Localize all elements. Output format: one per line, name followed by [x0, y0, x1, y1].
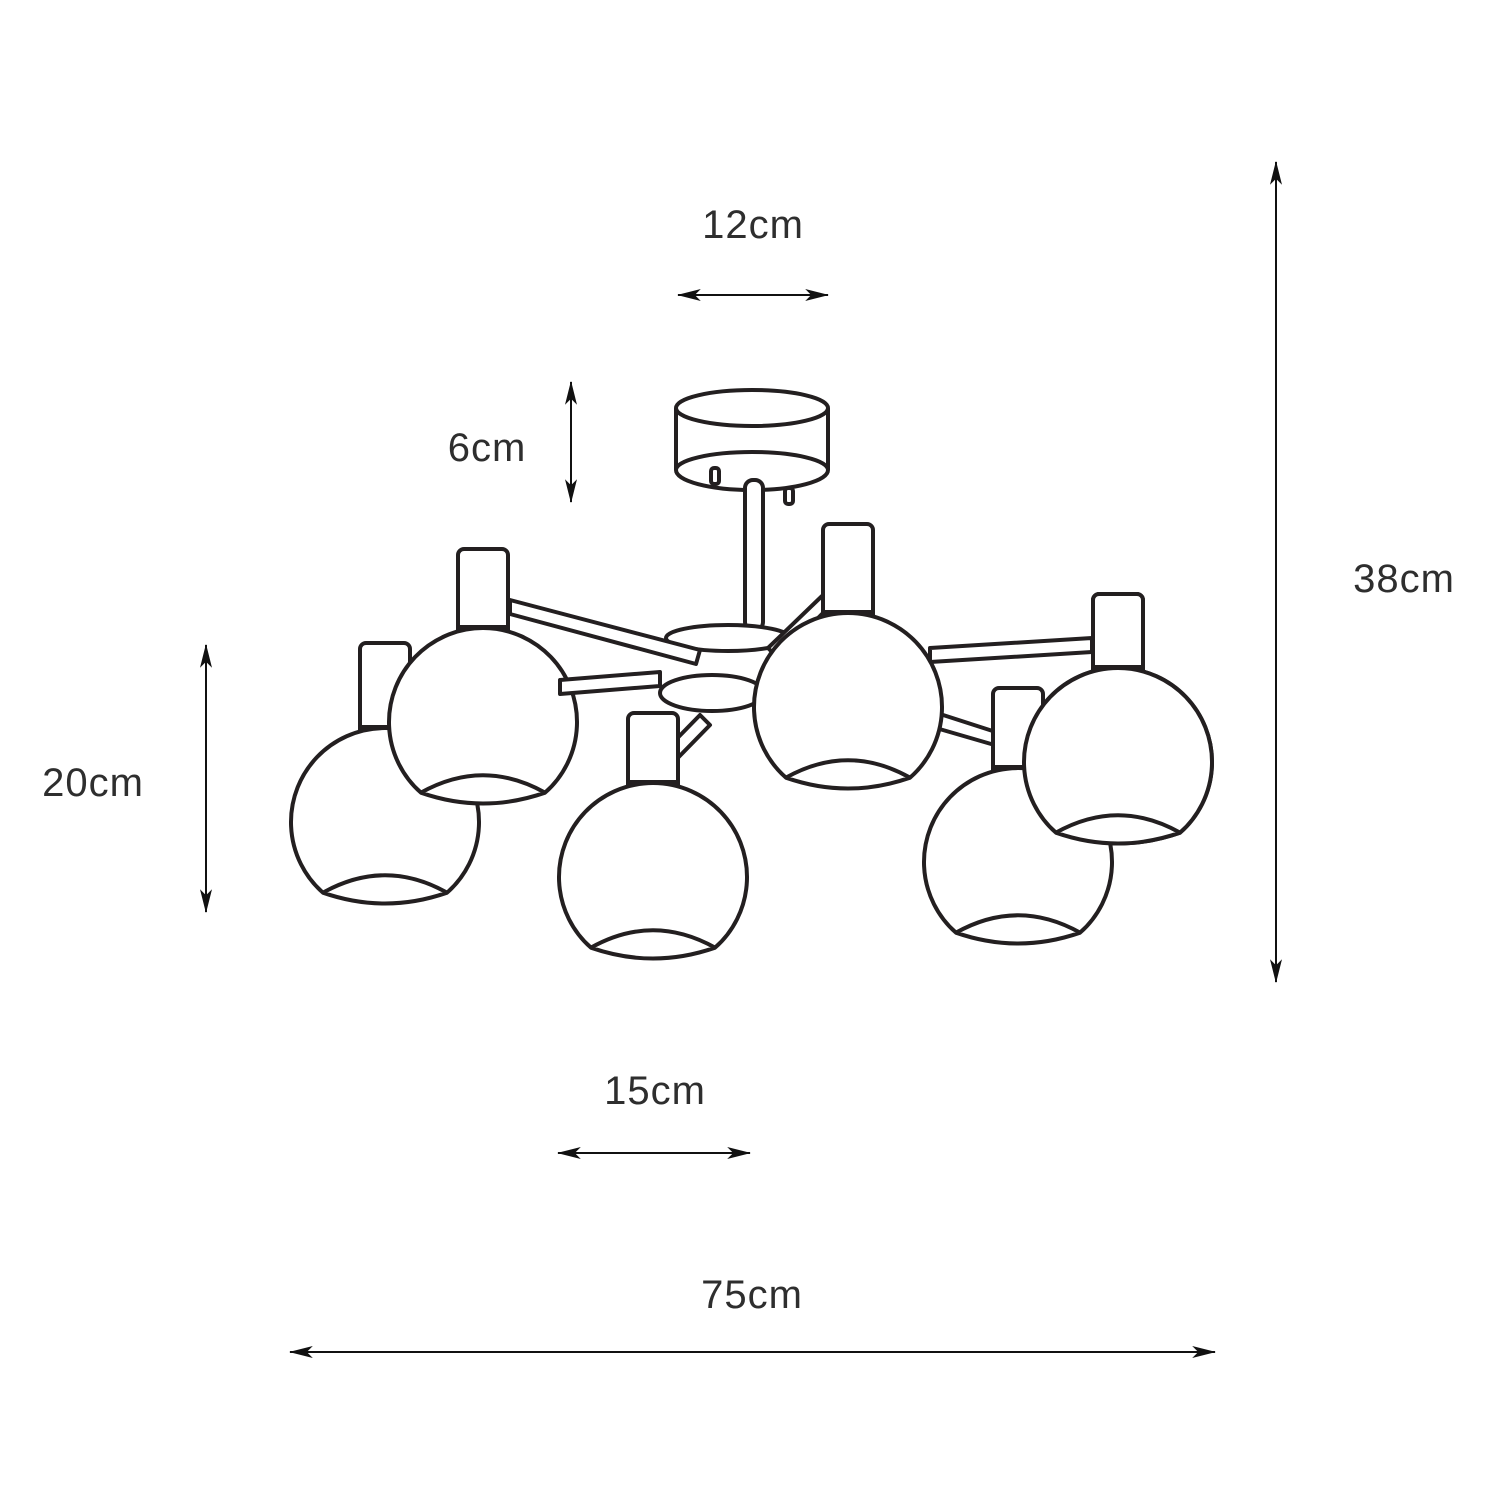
- lamp-front-center: [557, 711, 749, 961]
- lamp-back-left: [387, 547, 579, 806]
- lamp-right-back-front: [1022, 592, 1214, 846]
- shade-height-label: 20cm: [42, 761, 144, 805]
- center-rod: [743, 478, 765, 632]
- total-height-label: 38cm: [1353, 557, 1455, 601]
- shade-width-label: 15cm: [604, 1069, 706, 1113]
- canopy-width-label: 12cm: [702, 203, 804, 247]
- ceiling-canopy: [674, 388, 830, 506]
- lamp-center-right: [752, 522, 944, 791]
- hub-lower: [658, 673, 766, 713]
- total-width-label: 75cm: [701, 1273, 803, 1317]
- canopy-height-label: 6cm: [448, 426, 527, 470]
